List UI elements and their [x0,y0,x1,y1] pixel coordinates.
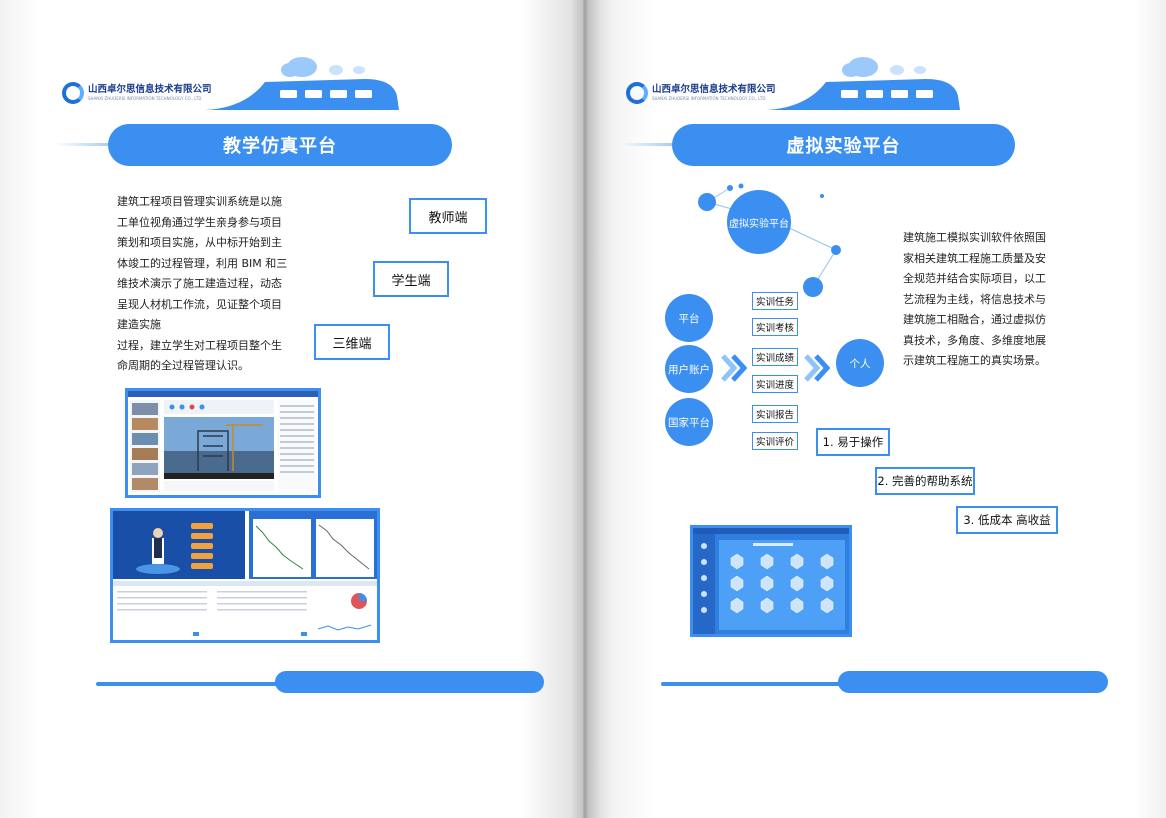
train-illustration [766,57,960,110]
training-report-tag: 实训报告 [752,405,798,423]
company-logo: 山西卓尔思信息技术有限公司 SHANXI ZHUOERSI INFORMATIO… [62,82,212,104]
page-title: 教学仿真平台 [108,124,452,166]
paragraph-line: 建造实施 [117,318,161,331]
paragraph-line: 策划和项目实施，从中标开始到主 [117,236,282,249]
title-accent-line [621,143,676,146]
paragraph-line: 艺流程为主线，将信息技术与 [903,292,1046,306]
paragraph-line: 呈现人材机工作流，见证整个项目 [117,297,282,311]
company-logo: 山西卓尔思信息技术有限公司 SHANXI ZHUOERSI INFORMATIO… [626,82,776,104]
person-circle: 个人 [836,339,884,387]
teacher-client-tag: 教师端 [409,198,487,234]
footer-pill [838,671,1108,693]
company-name: 山西卓尔思信息技术有限公司 [652,84,776,96]
three-d-client-tag: 三维端 [314,324,390,360]
intro-paragraph: 建筑施工模拟实训软件依照国 家相关建筑工程施工质量及安 全规范并结合实际项目，以… [903,228,1083,372]
paragraph-line: 全规范并结合实际项目，以工 [903,272,1046,285]
screenshot-2-graphic [113,511,377,640]
student-client-tag: 学生端 [373,261,449,297]
feature-easy-operation-tag: 1. 易于操作 [816,428,890,456]
screenshot-1-graphic [128,391,318,492]
company-name: 山西卓尔思信息技术有限公司 [88,84,212,96]
software-screenshot-2 [110,508,380,643]
paragraph-line: 真技术，多角度、多维度地展 [903,333,1046,347]
user-account-circle: 用户账户 [665,345,713,393]
company-name-en: SHANXI ZHUOERSI INFORMATION TECHNOLOGY C… [88,95,202,101]
left-page: 山西卓尔思信息技术有限公司 SHANXI ZHUOERSI INFORMATIO… [0,0,583,818]
screenshot-3-graphic [693,528,849,634]
paragraph-line: 建筑施工模拟实训软件依照国 [903,231,1046,244]
company-name-en: SHANXI ZHUOERSI INFORMATION TECHNOLOGY C… [652,95,766,101]
footer-pill [275,671,544,693]
training-score-tag: 实训成绩 [752,348,798,366]
paragraph-line: 体竣工的过程管理，利用 BIM 和三 [117,256,288,270]
paragraph-line: 过程，建立学生对工程项目整个生 [117,338,282,352]
paragraph-line: 维技术演示了施工建造过程，动态 [117,277,282,290]
chevron-right-icon [804,354,831,382]
paragraph-line: 工单位视角通过学生亲身参与项目 [117,215,282,229]
training-evaluation-tag: 实训评价 [752,432,798,450]
paragraph-line: 建筑施工相融合，通过虚拟仿 [903,313,1046,326]
training-task-tag: 实训任务 [752,292,798,310]
company-logo-icon [626,82,648,104]
page-title: 虚拟实验平台 [672,124,1015,166]
paragraph-line: 命周期的全过程管理认识。 [117,359,249,372]
software-screenshot-1 [125,388,321,498]
title-accent-line [55,143,115,146]
intro-paragraph: 建筑工程项目管理实训系统是以施 工单位视角通过学生亲身参与项目 策划和项目实施，… [117,192,302,377]
book-spine-shadow [570,0,600,818]
paragraph-line: 建筑工程项目管理实训系统是以施 [117,195,282,208]
software-screenshot-3 [690,525,852,637]
chevron-right-icon [721,354,748,382]
paragraph-line: 示建筑工程施工的真实场景。 [903,354,1046,367]
right-page: 山西卓尔思信息技术有限公司 SHANXI ZHUOERSI INFORMATIO… [583,0,1166,818]
training-exam-tag: 实训考核 [752,318,798,336]
virtual-lab-circle: 虚拟实验平台 [727,190,791,254]
feature-help-system-tag: 2. 完善的帮助系统 [875,467,975,495]
train-illustration [205,57,399,110]
company-logo-icon [62,82,84,104]
feature-low-cost-tag: 3. 低成本 高收益 [956,506,1058,534]
paragraph-line: 家相关建筑工程施工质量及安 [903,251,1046,265]
national-platform-circle: 国家平台 [665,398,713,446]
train-body [205,79,399,110]
training-progress-tag: 实训进度 [752,375,798,393]
platform-circle: 平台 [665,294,713,342]
